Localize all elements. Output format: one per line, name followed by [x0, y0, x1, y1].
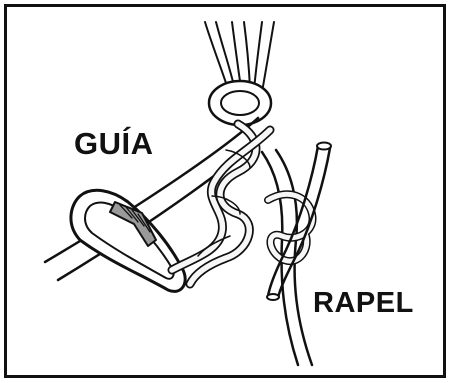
carabiner-icon [71, 190, 185, 291]
label-rapel: RAPEL [313, 287, 414, 320]
label-guia: GUÍA [74, 126, 154, 162]
ring-anchor-icon [209, 81, 271, 125]
rappel-rope-icon [262, 143, 331, 366]
